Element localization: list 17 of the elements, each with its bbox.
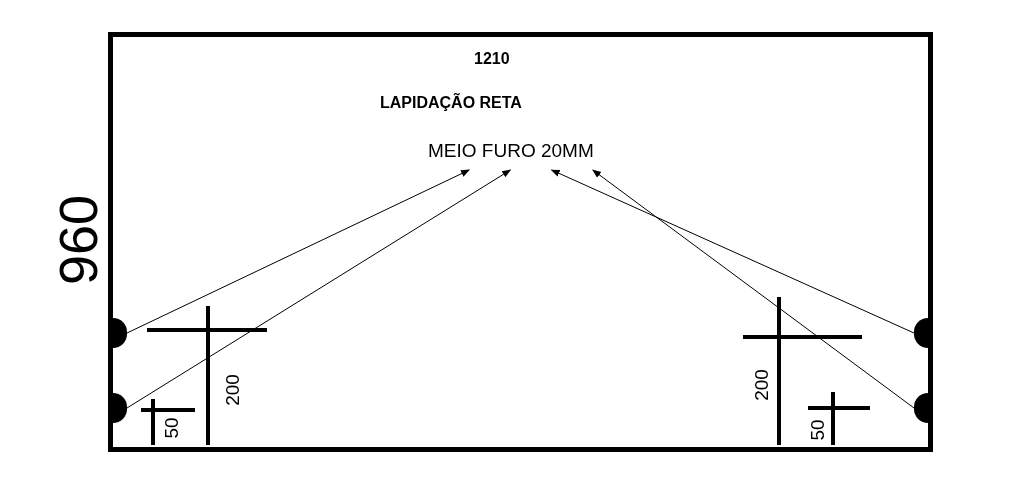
dimension-label: 960 (51, 194, 105, 286)
half-hole (113, 393, 127, 423)
half-hole (113, 318, 127, 348)
dimension-label: 1210 (474, 50, 510, 68)
half-hole (914, 318, 928, 348)
note-text: LAPIDAÇÃO RETA (380, 94, 522, 112)
dimension-label: 200 (222, 374, 242, 406)
leader-arrow (592, 169, 915, 409)
callout-text: MEIO FURO 20MM (428, 140, 594, 162)
dimension-label: 50 (161, 417, 181, 439)
glass-panel (108, 32, 933, 452)
dimension-label: 50 (807, 419, 827, 441)
leader-arrow (550, 169, 915, 334)
leader-arrow (126, 169, 512, 409)
leader-arrow (126, 169, 470, 334)
half-hole (914, 393, 928, 423)
dimension-label: 200 (751, 369, 771, 401)
